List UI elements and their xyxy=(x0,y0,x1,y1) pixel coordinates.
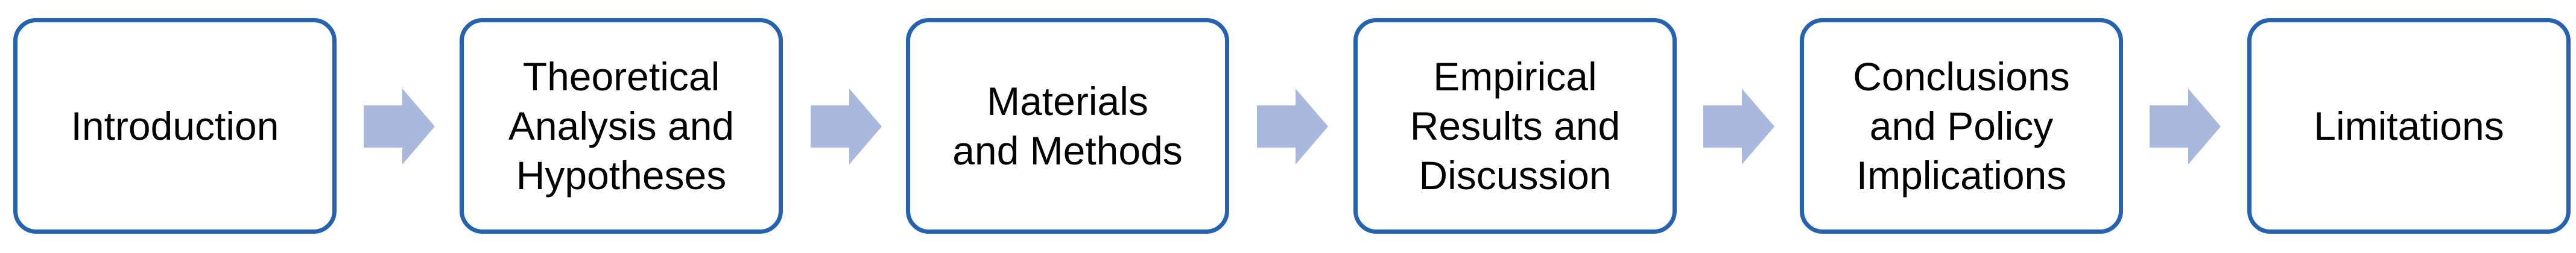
step-empirical-results: Empirical Results and Discussion xyxy=(1353,18,1677,234)
right-arrow-icon xyxy=(364,89,435,164)
step-conclusions: Conclusions and Policy Implications xyxy=(1800,18,2123,234)
step-introduction: Introduction xyxy=(13,18,337,234)
right-arrow-icon xyxy=(1703,89,1774,164)
step-label: Empirical Results and Discussion xyxy=(1410,54,1621,198)
step-label: Conclusions and Policy Implications xyxy=(1853,54,2070,198)
step-limitations: Limitations xyxy=(2247,18,2571,234)
step-label: Materials and Methods xyxy=(952,79,1183,173)
right-arrow-icon xyxy=(811,89,882,164)
step-label: Limitations xyxy=(2314,104,2504,148)
step-label: Introduction xyxy=(71,104,279,148)
step-theoretical-analysis: Theoretical Analysis and Hypotheses xyxy=(460,18,783,234)
step-materials-and-methods: Materials and Methods xyxy=(906,18,1229,234)
right-arrow-icon xyxy=(1257,89,1328,164)
step-label: Theoretical Analysis and Hypotheses xyxy=(508,54,735,198)
right-arrow-icon xyxy=(2150,89,2221,164)
